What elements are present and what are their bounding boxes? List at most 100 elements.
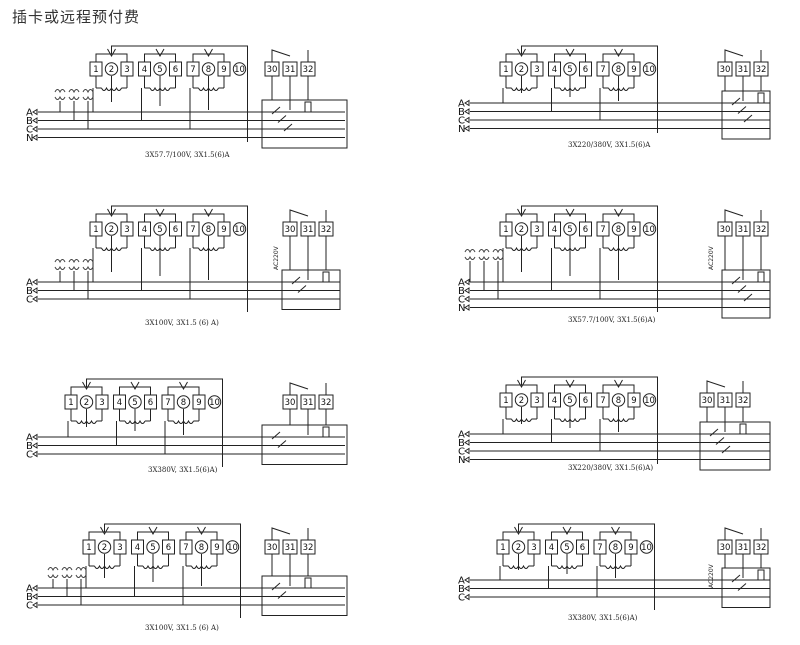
fuse-icon xyxy=(322,426,330,438)
terminal-30: 30 xyxy=(717,221,733,237)
terminal-10: 10 xyxy=(232,222,247,236)
terminal-9: 9 xyxy=(627,221,641,237)
phase-label-B: B xyxy=(26,441,33,452)
terminal-32: 32 xyxy=(300,61,316,77)
terminal-31: 31 xyxy=(300,394,316,410)
terminal-label-6: 6 xyxy=(583,65,588,75)
terminal-label-6: 6 xyxy=(583,396,588,406)
terminal-label-30: 30 xyxy=(285,398,296,408)
terminal-4: 4 xyxy=(138,61,151,77)
terminal-label-5: 5 xyxy=(132,398,137,408)
switch-contact-icon xyxy=(731,574,741,583)
terminal-label-9: 9 xyxy=(628,543,633,553)
terminal-30: 30 xyxy=(264,539,280,555)
terminal-label-2: 2 xyxy=(516,543,521,553)
terminal-label-5: 5 xyxy=(564,543,569,553)
terminal-7: 7 xyxy=(161,394,175,410)
terminal-label-7: 7 xyxy=(183,543,188,553)
relay-switch-box xyxy=(721,269,771,319)
switch-contact-icon xyxy=(271,431,281,440)
terminal-2: 2 xyxy=(104,62,119,76)
terminal-10: 10 xyxy=(639,540,654,554)
terminal-3: 3 xyxy=(530,392,544,408)
phase-label-B: B xyxy=(458,438,465,449)
terminal-8: 8 xyxy=(608,540,623,554)
element-bracket xyxy=(144,213,176,222)
spec-caption: 3X220/380V, 3X1.5(6)A xyxy=(568,141,651,149)
terminal-label-9: 9 xyxy=(631,65,636,75)
phase-label-C: C xyxy=(26,601,33,612)
terminal-32: 32 xyxy=(318,394,334,410)
switch-contact-icon xyxy=(743,114,753,123)
phase-label-A: A xyxy=(458,99,465,110)
vt-coil-icon xyxy=(464,249,476,254)
terminal-label-30: 30 xyxy=(267,543,278,553)
terminal-label-9: 9 xyxy=(221,65,226,75)
terminal-2: 2 xyxy=(514,222,529,236)
terminal-1: 1 xyxy=(499,221,513,237)
terminal-label-1: 1 xyxy=(93,225,98,235)
phase-label-B: B xyxy=(458,286,465,297)
terminal-6: 6 xyxy=(162,539,175,555)
element-bracket xyxy=(144,53,176,62)
terminal-10: 10 xyxy=(642,393,657,407)
aux-voltage-label: AC220V xyxy=(708,245,715,270)
phase-label-B: B xyxy=(458,107,465,118)
switch-contact-icon xyxy=(277,115,287,123)
phase-label-C: C xyxy=(458,593,465,604)
terminal-label-30: 30 xyxy=(720,225,731,235)
vt-coil-icon xyxy=(61,567,73,572)
phase-label-A: A xyxy=(458,576,465,587)
terminal-3: 3 xyxy=(120,221,134,237)
terminal-label-7: 7 xyxy=(600,65,605,75)
terminal-label-1: 1 xyxy=(68,398,73,408)
terminal-label-2: 2 xyxy=(102,543,107,553)
terminal-5: 5 xyxy=(563,62,577,76)
phase-label-A: A xyxy=(26,278,33,289)
switch-contact-icon xyxy=(271,582,281,591)
fuse-icon xyxy=(757,92,765,104)
terminal-30: 30 xyxy=(699,392,715,408)
terminal-label-3: 3 xyxy=(534,65,539,75)
terminal-4: 4 xyxy=(113,394,126,410)
terminal-label-7: 7 xyxy=(190,225,195,235)
terminal-label-10: 10 xyxy=(644,225,655,235)
phase-label-B: B xyxy=(458,584,465,595)
terminal-5: 5 xyxy=(153,62,167,76)
terminal-label-2: 2 xyxy=(519,65,524,75)
element-bracket xyxy=(167,386,200,395)
terminal-2: 2 xyxy=(514,393,529,407)
terminal-label-32: 32 xyxy=(756,225,767,235)
terminal-label-8: 8 xyxy=(206,225,211,235)
element-bracket xyxy=(551,531,583,540)
terminal-label-31: 31 xyxy=(303,398,314,408)
terminal-label-8: 8 xyxy=(616,225,621,235)
terminal-label-10: 10 xyxy=(641,543,652,553)
relay-switch-box xyxy=(281,269,341,310)
element-bracket xyxy=(602,53,635,62)
terminal-3: 3 xyxy=(120,61,134,77)
terminal-label-5: 5 xyxy=(150,543,155,553)
terminal-3: 3 xyxy=(113,539,127,555)
terminal-label-31: 31 xyxy=(303,225,314,235)
phase-label-A: A xyxy=(26,108,33,119)
phase-label-A: A xyxy=(26,584,33,595)
terminal-30: 30 xyxy=(282,394,298,410)
terminal-31: 31 xyxy=(735,539,751,555)
phase-label-A: A xyxy=(458,430,465,441)
element-bracket xyxy=(554,53,586,62)
terminal-1: 1 xyxy=(89,221,103,237)
page-title: 插卡或远程预付费 xyxy=(12,8,141,26)
vt-coil-icon xyxy=(492,249,504,254)
fuse-icon xyxy=(304,101,312,113)
element-bracket xyxy=(192,213,225,222)
phase-label-B: B xyxy=(26,116,33,127)
terminal-label-32: 32 xyxy=(756,543,767,553)
terminal-label-31: 31 xyxy=(738,225,749,235)
terminal-1: 1 xyxy=(496,539,510,555)
phase-label-A: A xyxy=(458,278,465,289)
